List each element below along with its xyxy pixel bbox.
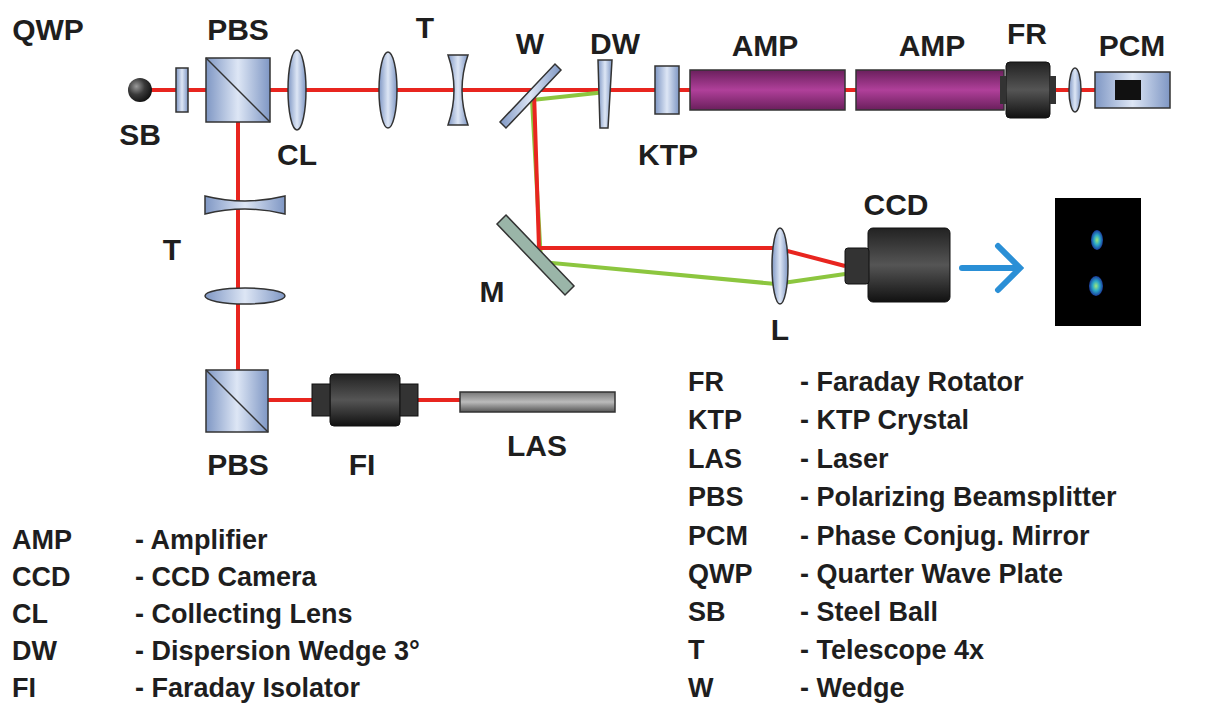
legend-description: - Laser <box>800 446 889 473</box>
part-label: AMP <box>732 31 799 61</box>
legend-abbreviation: SB <box>688 599 726 626</box>
part-label: QWP <box>12 15 84 45</box>
ccd-image <box>1055 198 1141 326</box>
collecting-lens <box>288 50 306 130</box>
part-label: T <box>163 235 181 265</box>
legend-abbreviation: FR <box>688 369 724 396</box>
telescope-convex-lens <box>379 52 397 128</box>
part-label: DW <box>590 29 640 59</box>
part-label: PCM <box>1099 31 1166 61</box>
wedge-mirror <box>500 64 561 128</box>
amplifier-rod <box>690 70 845 110</box>
dispersion-wedge <box>598 60 612 128</box>
beamsplitter-top <box>206 58 270 122</box>
legend-description: - KTP Crystal <box>800 407 969 434</box>
laser-beams <box>140 90 1115 400</box>
part-label: SB <box>119 120 161 150</box>
quarter-wave-plate <box>176 68 188 112</box>
part-label: PBS <box>207 15 269 45</box>
input-beam <box>238 90 460 400</box>
legend-abbreviation: LAS <box>688 446 742 473</box>
legend-description: - Faraday Rotator <box>800 369 1024 396</box>
legend-abbreviation: FI <box>12 675 36 702</box>
legend-abbreviation: PCM <box>688 523 748 550</box>
legend-description: - Amplifier <box>135 527 268 554</box>
red-beam <box>534 92 845 266</box>
legend-abbreviation: PBS <box>688 484 744 511</box>
mirror <box>497 215 574 295</box>
output-arrow <box>962 246 1020 290</box>
part-label: AMP <box>899 31 966 61</box>
legend-description: - Faraday Isolator <box>135 675 360 702</box>
telescope-concave-lens <box>205 196 285 214</box>
legend-description: - Phase Conjug. Mirror <box>800 523 1090 550</box>
part-label: KTP <box>638 140 698 170</box>
imaging-lens <box>772 228 788 304</box>
part-label: W <box>516 29 544 59</box>
amplifier-rod <box>856 70 1004 110</box>
legend-description: - Quarter Wave Plate <box>800 561 1063 588</box>
part-label: PBS <box>207 450 269 480</box>
faraday-rotator <box>1000 62 1056 118</box>
part-label: CCD <box>864 190 929 220</box>
beamsplitter-bottom <box>206 370 268 432</box>
legend-abbreviation: CL <box>12 601 48 628</box>
legend-abbreviation: DW <box>12 638 57 665</box>
part-label: L <box>771 315 789 345</box>
steel-ball <box>128 78 152 102</box>
legend-description: - Dispersion Wedge 3° <box>135 638 420 665</box>
telescope-convex-lens <box>205 288 285 304</box>
legend-abbreviation: QWP <box>688 561 753 588</box>
phase-conjugate-mirror <box>1095 72 1170 108</box>
part-label: M <box>480 277 505 307</box>
legend-abbreviation: W <box>688 675 713 702</box>
legend-abbreviation: KTP <box>688 407 742 434</box>
pcm-lens <box>1069 68 1081 112</box>
legend-description: - Telescope 4x <box>800 637 984 664</box>
part-label: FR <box>1007 19 1047 49</box>
legend-description: - Collecting Lens <box>135 601 353 628</box>
legend-description: - CCD Camera <box>135 564 317 591</box>
green-beam <box>532 92 845 284</box>
legend-description: - Steel Ball <box>800 599 938 626</box>
legend-description: - Wedge <box>800 675 905 702</box>
part-label: FI <box>349 450 376 480</box>
part-label: T <box>416 13 434 43</box>
part-label: LAS <box>507 431 567 461</box>
ccd-camera <box>845 228 950 302</box>
legend-abbreviation: AMP <box>12 527 72 554</box>
ktp-crystal <box>655 66 679 114</box>
part-label: CL <box>277 140 317 170</box>
laser-head <box>460 392 615 412</box>
telescope-concave-lens <box>448 55 468 125</box>
legend-description: - Polarizing Beamsplitter <box>800 484 1117 511</box>
legend-abbreviation: CCD <box>12 564 71 591</box>
faraday-isolator <box>312 374 418 426</box>
legend-abbreviation: T <box>688 637 705 664</box>
